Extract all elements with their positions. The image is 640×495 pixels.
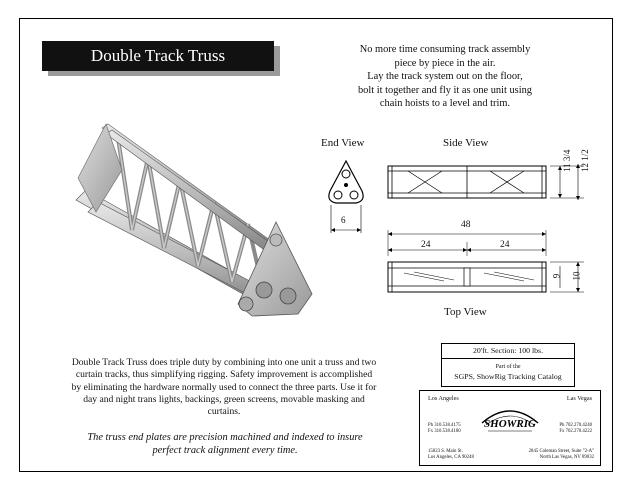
contact-box: Los Angeles Las Vegas SHOWRIG Ph 310.538…	[419, 390, 601, 466]
la-address-line2: Los Angeles, CA 90248	[428, 454, 474, 460]
lv-phones: Ph 702.270.4240 Fx 702.270.4222	[559, 423, 592, 434]
side-view-label: Side View	[443, 137, 489, 149]
lv-phone: Ph 702.270.4240	[559, 423, 592, 428]
logo-text: SHOWRIG	[484, 418, 536, 430]
side-height-inner-dim: 11 3/4	[562, 149, 572, 172]
lv-address-line1: 2845 Coleman Street, Suite "2-A"	[528, 449, 594, 454]
la-phone: Ph 310.538.4175	[428, 423, 461, 428]
description-text: Double Track Truss does triple duty by c…	[71, 357, 377, 418]
side-height-outer-dim: 12 1/2	[580, 149, 590, 172]
half-left-dim: 24	[421, 240, 431, 250]
lv-fax: Fx 702.270.4222	[559, 428, 592, 434]
lv-city: Las Vegas	[566, 395, 592, 402]
overall-length-dim: 48	[461, 220, 471, 230]
side-view-drawing	[387, 164, 584, 200]
la-address-line1: 15823 S. Main St.	[428, 449, 463, 454]
page-title: Double Track Truss	[42, 41, 274, 71]
half-right-dim: 24	[500, 240, 510, 250]
machining-note: The truss end plates are precision machi…	[87, 432, 363, 456]
lv-address-line2: North Las Vegas, NV 89032	[539, 454, 594, 460]
truss-illustration	[75, 123, 313, 317]
section-weight: 20'ft. Section: 100 lbs.	[472, 346, 544, 355]
end-view-label: End View	[321, 137, 365, 149]
showrig-logo: SHOWRIG	[481, 410, 539, 432]
end-view-drawing	[328, 159, 364, 233]
top-width-outer-dim: 10	[571, 271, 582, 281]
intro-line: Lay the track system out on the floor,	[367, 71, 523, 82]
spec-box: 20'ft. Section: 100 lbs. Part of the SGP…	[441, 343, 575, 387]
intro-line: bolt it together and fly it as one unit …	[357, 84, 533, 96]
top-view-label: Top View	[444, 306, 487, 318]
la-fax: Fx 310.538.4180	[428, 428, 461, 434]
intro-text: No more time consuming track assembly pi…	[330, 43, 560, 111]
spec-divider	[442, 358, 574, 359]
length-dimensions	[387, 230, 547, 256]
intro-line: piece by piece in the air.	[394, 57, 496, 69]
la-phones: Ph 310.538.4175 Fx 310.538.4180	[428, 423, 461, 434]
intro-line: chain hoists to a level and trim.	[379, 98, 511, 109]
end-width-dim: 6	[341, 215, 346, 225]
lv-address: 2845 Coleman Street, Suite "2-A" North L…	[529, 449, 594, 460]
la-address: 15823 S. Main St. Los Angeles, CA 90248	[428, 449, 474, 460]
top-view-drawing	[387, 261, 584, 293]
part-of-label: Part of the	[495, 364, 521, 370]
page-frame	[19, 18, 613, 472]
intro-line: No more time consuming track assembly	[359, 44, 531, 55]
top-width-inner-dim: 9	[551, 273, 562, 279]
la-city: Los Angeles	[428, 395, 459, 402]
catalog-name: SGPS, ShowRig Tracking Catalog	[454, 372, 562, 381]
